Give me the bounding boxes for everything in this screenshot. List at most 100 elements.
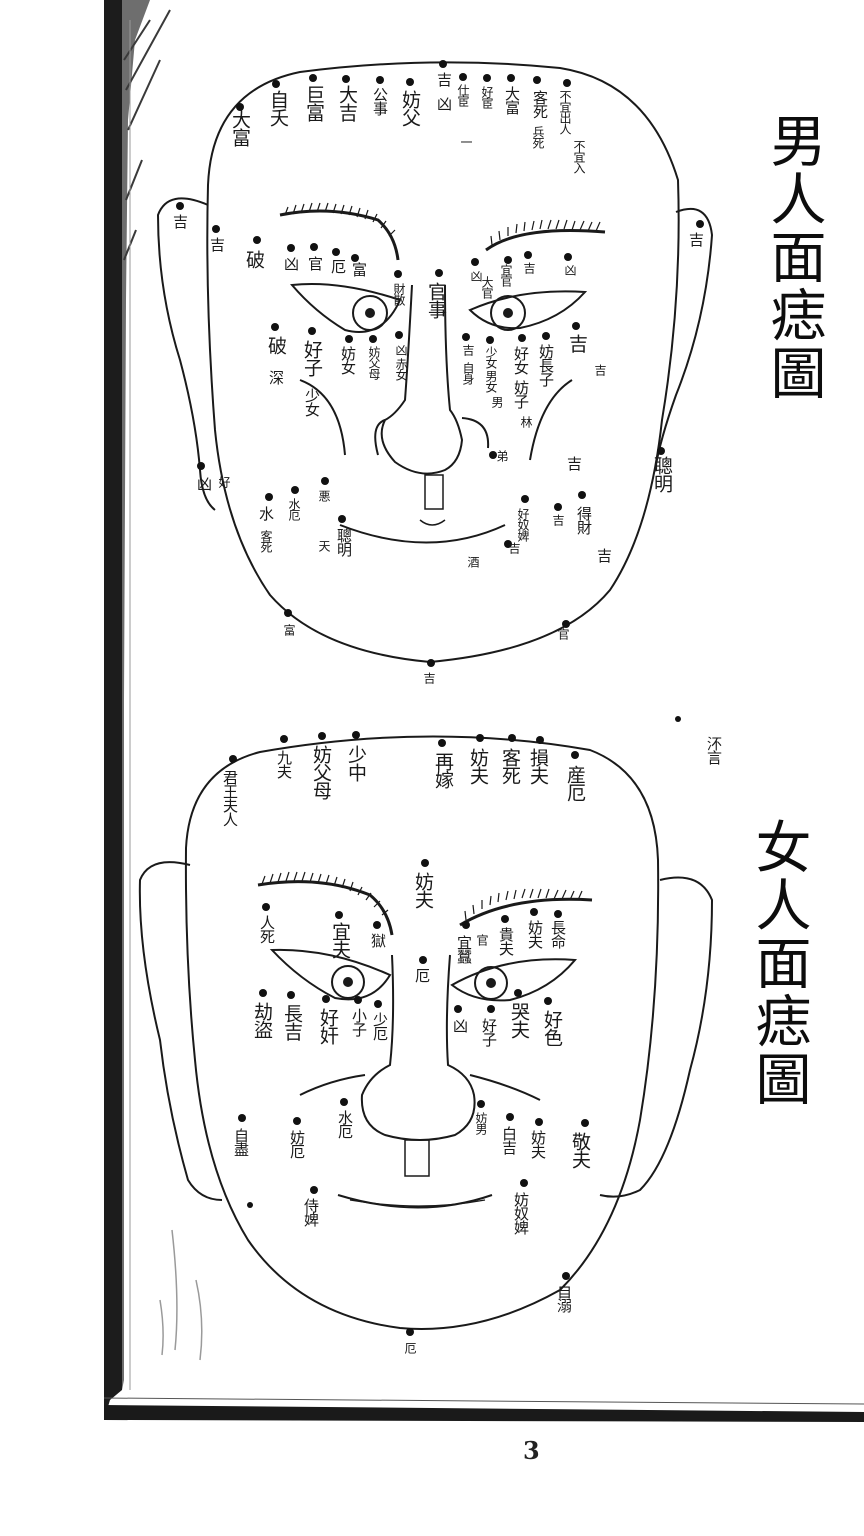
male-label: 凶 [435,96,453,110]
female-mouth [337,1194,493,1209]
female-label: 客死 [499,748,521,784]
female-brow-right [459,897,593,927]
female-label: 自溺 [555,1284,573,1312]
female-label: 敬夫 [569,1132,591,1168]
male-label: 悪 [317,490,331,501]
male-label: 一 [459,136,473,147]
female-eye-right [450,958,578,1002]
male-label: 水 [257,506,275,520]
female-label: 侍婢 [302,1198,320,1226]
female-label: 好子 [480,1018,498,1046]
male-eye-left [290,283,402,333]
male-label: 大官 [480,276,494,298]
female-label: 産厄 [564,765,586,801]
male-label: 大富 [229,110,251,146]
male-label: 吉 [422,672,436,683]
female-label: 妨父母 [310,745,332,799]
male-label: 吉 [171,214,189,228]
male-label: 官 [556,628,570,639]
female-label: 妨夫 [412,872,434,908]
male-label: 妨父 [399,90,421,126]
male-label: 妨父母 [367,346,381,379]
male-label: 自夭 [267,90,289,126]
male-label: 吉 [208,237,226,251]
male-label: 吉 [687,232,705,246]
male-brow-right [485,229,606,252]
male-ear-left [156,197,216,511]
male-label: 吉 [593,364,607,375]
female-label: 少中 [345,745,367,781]
male-label: 好 [217,476,231,487]
male-label: 妨子 [512,380,530,408]
male-label: 吉 [595,548,613,562]
female-label: 厄 [403,1342,417,1353]
male-label: 仕宦 [456,84,470,106]
male-label: 大吉 [336,85,358,121]
male-label: 兵死 [531,126,545,148]
male-label: 好子 [301,340,323,376]
female-label: 妨男 [474,1112,488,1134]
male-label: 凶 [469,270,483,281]
male-face-diagram [156,61,714,664]
female-label: 好色 [541,1010,563,1046]
female-label: 自盡 [232,1128,250,1156]
female-label: 長命 [549,920,567,948]
female-diagram-title: 女人面痣圖 [746,818,811,1108]
male-label: 破 [265,336,287,354]
male-label: 凶 [195,476,213,490]
male-label: 吉 [565,456,583,470]
female-mole-dots [229,716,681,1336]
female-eye-left [269,948,392,1001]
female-label: 白吉 [500,1126,518,1154]
female-label: 君王夫人 [221,770,239,826]
female-label: 妨夫 [526,920,544,948]
male-label: 不宜入 [572,140,586,173]
female-label: 貴夫 [497,927,515,955]
female-brow-left [257,880,394,936]
female-label: 長吉 [281,1004,303,1040]
female-label: 厄 [413,968,431,982]
male-label: 吉 [551,514,565,525]
male-brow-left [279,209,400,261]
female-ear-left [138,861,223,1201]
female-label: 宜夫 [329,922,351,958]
male-label: 少女 [484,346,498,368]
female-label: 小子 [350,1008,368,1036]
male-label: 天 [317,540,331,551]
male-label: 男女 [484,370,498,392]
male-label: 不宜出人 [558,90,572,134]
male-label: 吉 [507,542,521,553]
male-label: 巨富 [303,85,325,121]
male-label: 富 [282,624,296,635]
male-label: 林 [519,416,533,427]
male-label: 深 [267,370,285,384]
page-number: 3 [523,1436,540,1465]
male-label: 聰明 [651,456,673,492]
male-label: 客死 [259,530,273,552]
female-ear-right [599,876,714,1198]
male-label: 好奴婢 [516,508,530,541]
male-label: 官 [306,256,324,270]
male-label: 聰明 [335,528,353,556]
female-label: 宜蠶 [455,935,473,963]
male-label: 酒 [466,556,480,567]
side-note: 㳅言 [705,736,723,764]
female-label: 再嫁 [432,752,454,788]
male-face-outline [206,61,680,664]
male-diagram-title: 男人面痣圖 [761,112,826,402]
male-label: 少女 [303,388,321,416]
male-mole-dots [176,60,704,667]
male-label: 弟 [495,450,509,461]
female-label: 官 [475,934,489,945]
male-label: 好女 [512,346,530,374]
male-mouth [339,524,506,544]
male-label: 官事 [425,282,447,318]
female-label: 人死 [258,915,276,943]
female-label: 妨奴婢 [512,1192,530,1234]
male-label: 富 [350,262,368,276]
male-label: 男 [490,396,504,407]
female-label: 劫盜 [251,1002,273,1038]
male-ear-right [654,207,714,471]
